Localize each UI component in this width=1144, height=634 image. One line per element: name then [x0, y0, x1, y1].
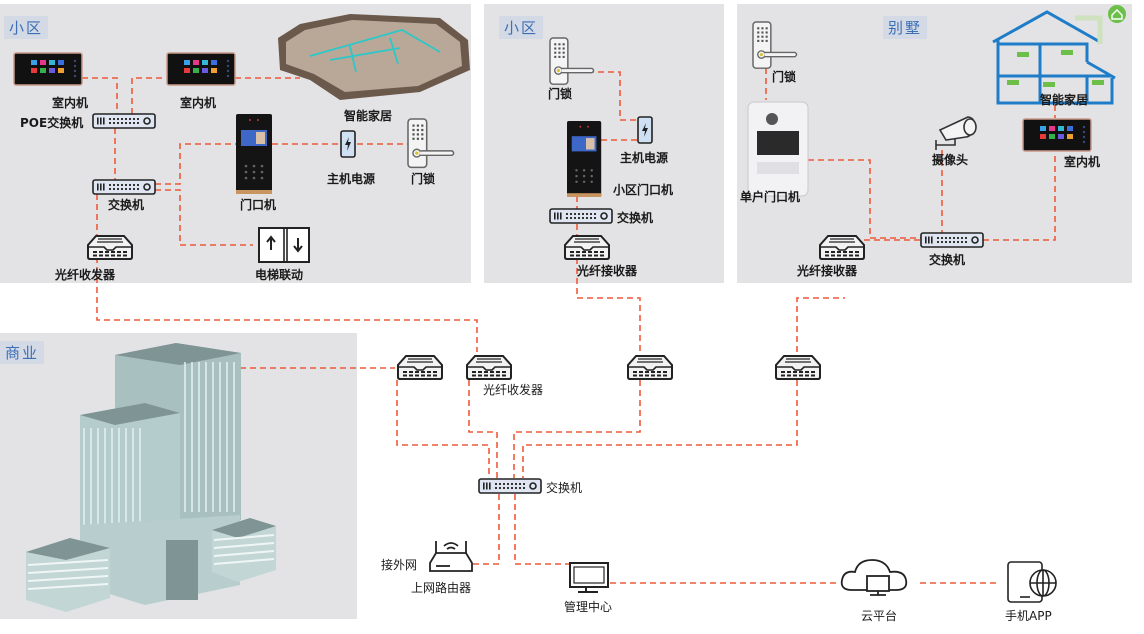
router-icon [429, 541, 473, 572]
link-fiber1-switch [396, 380, 490, 478]
link-fiber-mid-core [576, 258, 641, 354]
link-switch-elevator [155, 189, 253, 246]
smart-home-badge-icon [1108, 5, 1126, 23]
fiber-receiver-icon [564, 235, 610, 260]
link-switch-mgmt [514, 494, 570, 565]
link-fiber3-switch [513, 380, 641, 478]
label-cloud-platform: 云平台 [861, 609, 898, 623]
panel-title-commercial: 商业 [0, 341, 45, 364]
management-center-icon [569, 562, 609, 593]
label-switch-mid: 交换机 [617, 211, 654, 225]
community-door-station-icon [567, 121, 602, 197]
indoor-unit-1 [13, 52, 83, 86]
label-host-power-left: 主机电源 [327, 172, 376, 186]
smart-home-floorplan-icon [278, 14, 470, 100]
commercial-building-icon [26, 343, 276, 612]
label-mobile-app: 手机APP [1005, 609, 1052, 623]
door-lock-icon [752, 21, 798, 69]
link-switch-indoor-villa [983, 152, 1056, 241]
label-smart-home-villa: 智能家居 [1040, 93, 1089, 107]
fiber-receiver-icon [819, 235, 865, 260]
host-power-icon [637, 116, 653, 144]
label-door-lock-left: 门锁 [411, 172, 436, 186]
label-door-lock-mid: 门锁 [548, 87, 573, 101]
host-power-icon [340, 130, 356, 158]
link-villa-doorstation-switch [808, 159, 921, 239]
link-switch-doorstation [155, 143, 236, 185]
link-villa-core [796, 297, 845, 352]
single-door-station-icon [747, 101, 809, 197]
fiber-transceiver-icon [627, 355, 673, 380]
link-switch-router [470, 494, 500, 565]
switch-icon [478, 478, 542, 494]
label-community-door-station: 小区门口机 [613, 183, 674, 197]
label-fiber-transceiver-left: 光纤收发器 [55, 268, 116, 282]
label-fiber-receiver-mid: 光纤接收器 [577, 264, 638, 278]
camera-icon [935, 116, 977, 150]
label-elevator-link: 电梯联动 [255, 268, 304, 282]
label-indoor-unit-1: 室内机 [52, 96, 89, 110]
smart-device-badge [1007, 80, 1019, 85]
label-camera: 摄像头 [932, 153, 969, 167]
label-single-door-station: 单户门口机 [740, 190, 801, 204]
fiber-transceiver-icon [87, 235, 133, 260]
label-external-network: 接外网 [381, 558, 418, 572]
label-poe-switch: POE交换机 [20, 116, 84, 130]
panel-title-villa: 别墅 [883, 16, 928, 39]
door-lock-icon [549, 37, 595, 85]
door-station-icon [236, 114, 272, 194]
indoor-unit-2 [166, 52, 236, 86]
label-management-center: 管理中心 [564, 600, 613, 614]
link-fiber4-switch [522, 380, 798, 478]
smart-device-badge [1092, 80, 1104, 85]
label-switch-villa: 交换机 [929, 253, 966, 267]
elevator-link-icon [258, 227, 310, 263]
fiber-transceiver-icon [466, 355, 512, 380]
door-lock-icon [407, 118, 455, 169]
smart-device-badge [1043, 82, 1055, 87]
panel-title-community-mid: 小区 [499, 16, 544, 39]
label-router: 上网路由器 [411, 581, 472, 595]
switch-icon [549, 208, 613, 224]
indoor-unit-villa [1022, 118, 1092, 152]
fiber-transceiver-icon [397, 355, 443, 380]
label-switch-core: 交换机 [546, 481, 583, 495]
link-poe-indoor2 [131, 77, 166, 114]
fiber-transceiver-icon [775, 355, 821, 380]
label-indoor-unit-2: 室内机 [180, 96, 217, 110]
mobile-app-icon [1007, 561, 1057, 603]
label-door-station: 门口机 [240, 198, 277, 212]
link-fiber-left-core [96, 257, 478, 352]
link-fiber2-switch [468, 380, 498, 478]
panel-title-community-left: 小区 [4, 16, 49, 39]
smart-home-villa-icon [992, 10, 1116, 105]
cloud-platform-icon [840, 559, 908, 596]
smart-device-badge [1017, 52, 1029, 57]
smart-device-badge [1061, 50, 1073, 55]
switch-icon [92, 179, 156, 195]
label-indoor-unit-villa: 室内机 [1064, 155, 1101, 169]
poe-switch-icon [92, 113, 156, 129]
link-indoor1-poe [82, 77, 118, 114]
label-fiber-receiver-villa: 光纤接收器 [797, 264, 858, 278]
switch-icon [920, 232, 984, 248]
panel-community-mid [484, 4, 724, 283]
label-smart-home-left: 智能家居 [344, 109, 393, 123]
label-switch-left: 交换机 [108, 198, 145, 212]
link-lock-mid [568, 71, 640, 121]
label-host-power-mid: 主机电源 [620, 151, 669, 165]
label-door-lock-villa: 门锁 [772, 70, 797, 84]
label-fiber-transceiver-core: 光纤收发器 [483, 383, 544, 397]
